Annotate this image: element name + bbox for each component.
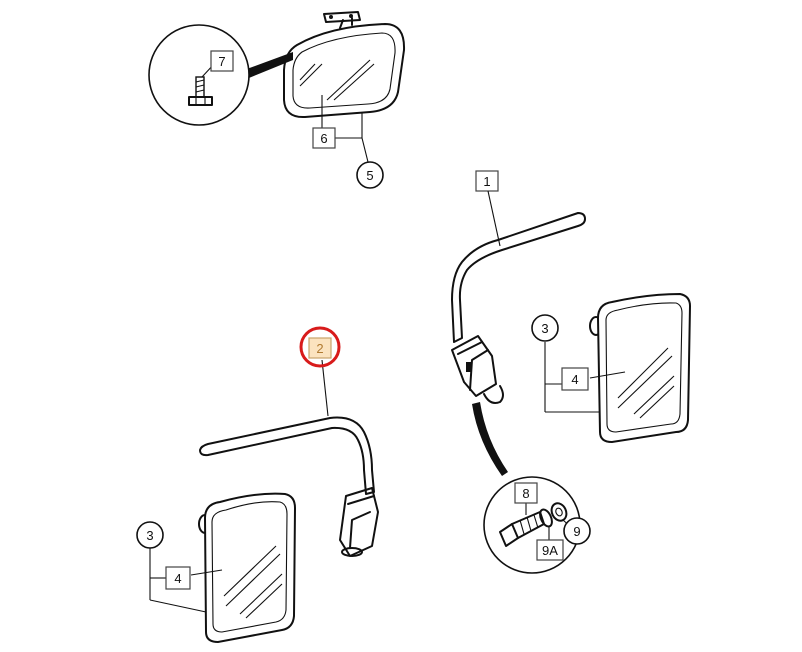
svg-text:4: 4	[571, 372, 578, 387]
right-side-mirror	[589, 292, 692, 444]
callout-3-left[interactable]: 3	[136, 521, 164, 549]
svg-text:1: 1	[483, 174, 490, 189]
callout-6[interactable]: 6	[312, 127, 336, 149]
callout-8[interactable]: 8	[514, 482, 538, 504]
callout-3-right[interactable]: 3	[531, 314, 559, 342]
callout-9[interactable]: 9	[563, 517, 591, 545]
svg-text:2: 2	[316, 341, 323, 356]
callout-4-left[interactable]: 4	[165, 566, 191, 590]
callout-5[interactable]: 5	[356, 161, 384, 189]
callout-9a[interactable]: 9A	[536, 539, 564, 561]
svg-text:7: 7	[218, 54, 225, 69]
callout-1[interactable]: 1	[475, 170, 499, 192]
left-mirror-arm	[199, 416, 379, 557]
left-side-mirror	[198, 492, 297, 644]
svg-text:9: 9	[573, 524, 580, 539]
svg-text:9A: 9A	[542, 543, 558, 558]
callout-4-right[interactable]: 4	[561, 367, 589, 391]
svg-text:3: 3	[146, 528, 153, 543]
right-mirror-arm	[451, 212, 586, 476]
detail-circle-bolt-7	[148, 24, 293, 126]
callout-7[interactable]: 7	[210, 50, 234, 72]
svg-text:8: 8	[522, 486, 529, 501]
callout-2-highlighted[interactable]: 2	[299, 326, 341, 368]
svg-text:3: 3	[541, 321, 548, 336]
interior-mirror	[283, 11, 406, 119]
highlight-ring	[299, 326, 341, 368]
svg-text:6: 6	[320, 131, 327, 146]
svg-text:5: 5	[366, 168, 373, 183]
svg-text:4: 4	[174, 571, 181, 586]
